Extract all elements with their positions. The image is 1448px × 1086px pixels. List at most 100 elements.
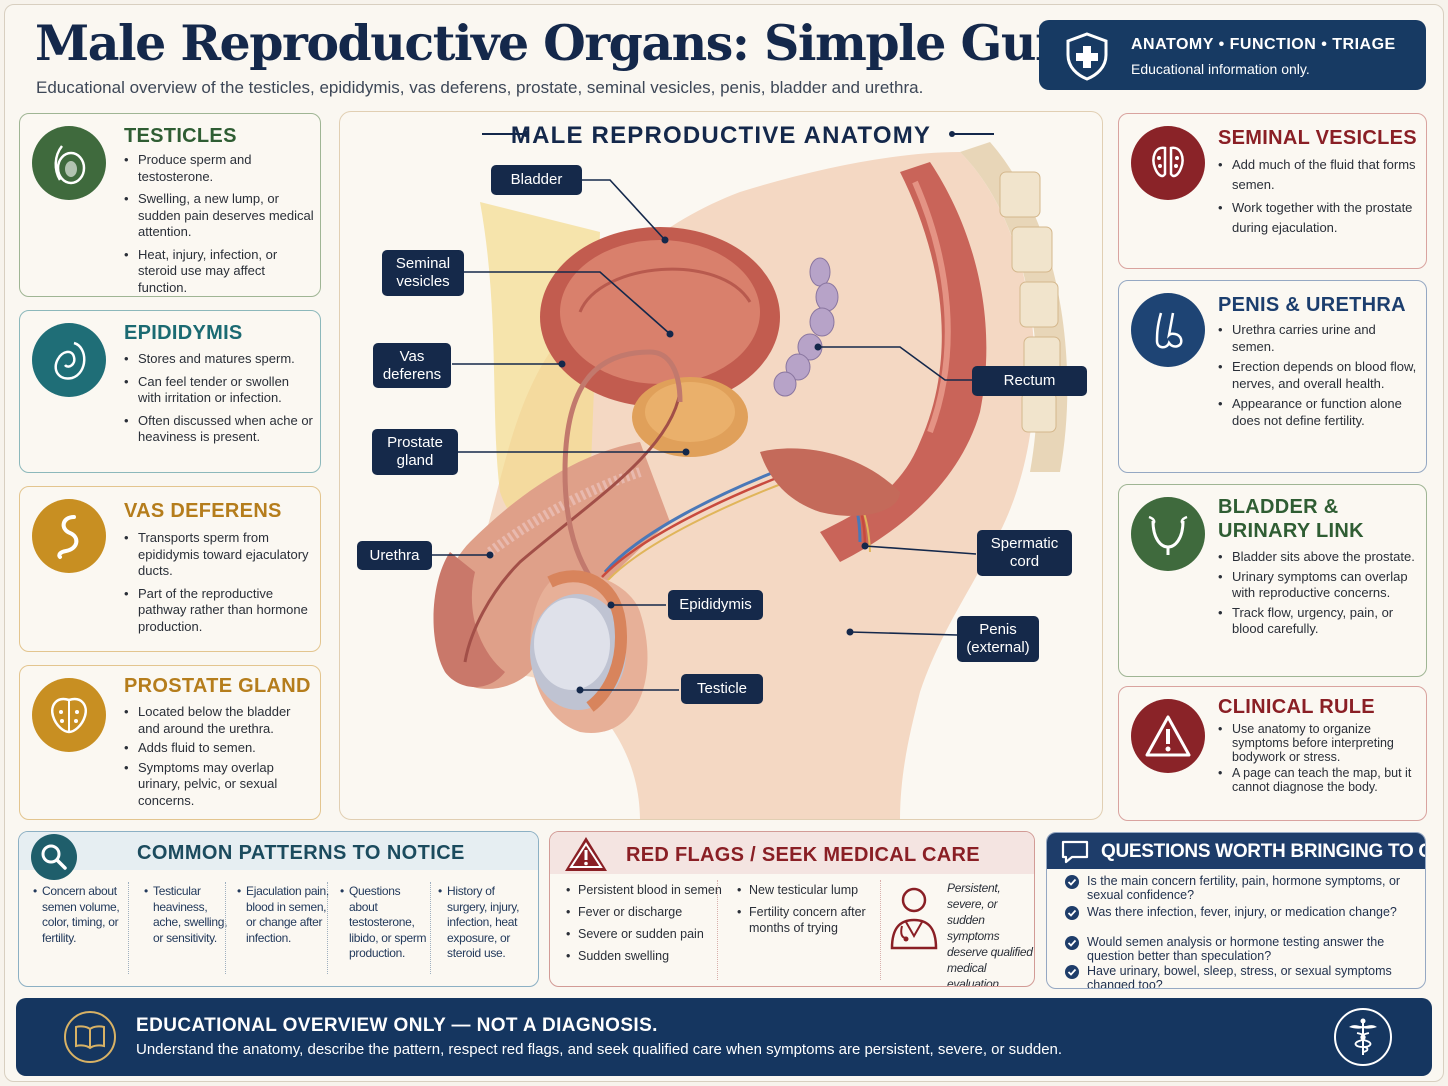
- check-icon: [1065, 936, 1079, 950]
- question-item: Is the main concern fertility, pain, hor…: [1065, 874, 1420, 902]
- page-title: Male Reproductive Organs: Simple Guide: [35, 14, 1116, 72]
- search-icon: [31, 834, 77, 880]
- card-bullet: Work together with the prostate during e…: [1218, 198, 1418, 238]
- testicle-icon: [32, 126, 106, 200]
- card-title: EPIDIDYMIS: [124, 322, 243, 344]
- red-flag-item: Persistent blood in semen: [566, 883, 726, 899]
- label-spermatic-cord: Spermatic cord: [977, 530, 1072, 576]
- anatomy-title: MALE REPRODUCTIVE ANATOMY: [510, 122, 932, 149]
- header-badge: ANATOMY • FUNCTION • TRIAGE Educational …: [1039, 20, 1426, 90]
- divider: [128, 882, 129, 974]
- card-bullet: Transports sperm from epididymis toward …: [124, 530, 314, 580]
- penis-icon: [1131, 293, 1205, 367]
- label-vas-deferens: Vas deferens: [373, 343, 451, 388]
- check-icon: [1065, 965, 1079, 979]
- label-penis-external: Penis (external): [957, 616, 1039, 662]
- question-text: Was there infection, fever, injury, or m…: [1087, 905, 1397, 919]
- label-prostate-gland: Prostate gland: [372, 429, 458, 475]
- card-clinical-rule: CLINICAL RULE Use anatomy to organize sy…: [1118, 686, 1427, 821]
- questions-panel: QUESTIONS WORTH BRINGING TO CARE Is the …: [1046, 832, 1426, 989]
- card-bullet: A page can teach the map, but it cannot …: [1218, 766, 1418, 794]
- red-flag-item: Sudden swelling: [566, 949, 726, 965]
- label-testicle: Testicle: [681, 674, 763, 704]
- panel-header: [550, 832, 1034, 874]
- card-bullet: Appearance or function alone does not de…: [1218, 396, 1418, 429]
- footer-banner: EDUCATIONAL OVERVIEW ONLY — NOT A DIAGNO…: [16, 998, 1432, 1076]
- card-bullet: Part of the reproductive pathway rather …: [124, 586, 314, 636]
- pattern-item: History of surgery, injury, infection, h…: [438, 884, 537, 962]
- card-title: PROSTATE GLAND: [124, 675, 311, 697]
- red-flag-item: New testicular lump: [737, 883, 867, 899]
- check-icon: [1065, 906, 1079, 920]
- card-title: VAS DEFERENS: [124, 500, 282, 522]
- pattern-item: Testicular heaviness, ache, swelling, or…: [144, 884, 228, 946]
- card-bullet: Symptoms may overlap urinary, pelvic, or…: [124, 760, 314, 810]
- card-title-line2: URINARY LINK: [1218, 520, 1364, 542]
- card-prostate-gland: PROSTATE GLAND Located below the bladder…: [19, 665, 321, 820]
- card-bullet: Heat, injury, infection, or steroid use …: [124, 247, 314, 297]
- card-bullet: Adds fluid to semen.: [124, 740, 314, 757]
- doctor-icon: [886, 882, 942, 957]
- divider: [717, 880, 718, 980]
- label-seminal-vesicles: Seminal vesicles: [382, 250, 464, 296]
- divider: [430, 882, 431, 974]
- vas-deferens-icon: [32, 499, 106, 573]
- footer-heading: EDUCATIONAL OVERVIEW ONLY — NOT A DIAGNO…: [136, 1015, 658, 1036]
- panel-header: [1047, 833, 1425, 869]
- card-bladder-urinary: BLADDER & URINARY LINK Bladder sits abov…: [1118, 484, 1427, 677]
- card-bullet: Located below the bladder and around the…: [124, 704, 314, 737]
- card-title: CLINICAL RULE: [1218, 696, 1375, 718]
- pattern-item: Ejaculation pain, blood in semen, or cha…: [237, 884, 330, 946]
- warning-icon: [562, 834, 610, 879]
- anatomy-panel: MALE REPRODUCTIVE ANATOMY: [339, 111, 1103, 820]
- red-flag-item: Fever or discharge: [566, 905, 726, 921]
- card-bullet: Erection depends on blood flow, nerves, …: [1218, 359, 1418, 392]
- pattern-item: Questions about testosterone, libido, or…: [340, 884, 429, 962]
- warning-icon: [1131, 699, 1205, 773]
- card-bullet: Can feel tender or swollen with irritati…: [124, 374, 314, 407]
- red-flag-item: Fertility concern after months of trying: [737, 905, 867, 936]
- card-title: SEMINAL VESICLES: [1218, 127, 1417, 149]
- card-testicles: TESTICLES Produce sperm and testosterone…: [19, 113, 321, 297]
- question-text: Is the main concern fertility, pain, hor…: [1087, 874, 1401, 902]
- label-urethra: Urethra: [357, 541, 432, 570]
- card-bullet: Use anatomy to organize symptoms before …: [1218, 722, 1418, 764]
- card-bullet: Often discussed when ache or heaviness i…: [124, 413, 314, 446]
- card-bullet: Produce sperm and testosterone.: [124, 152, 314, 185]
- card-bullet: Bladder sits above the prostate.: [1218, 549, 1423, 566]
- page-subtitle: Educational overview of the testicles, e…: [36, 78, 924, 97]
- card-title-line1: BLADDER &: [1218, 496, 1339, 518]
- caduceus-icon: [1334, 1008, 1392, 1066]
- panel-title: COMMON PATTERNS TO NOTICE: [137, 842, 465, 864]
- seminal-vesicles-icon: [1131, 126, 1205, 200]
- panel-header: [19, 832, 538, 870]
- common-patterns-panel: COMMON PATTERNS TO NOTICE Concern about …: [18, 831, 539, 987]
- card-bullet: Track flow, urgency, pain, or blood care…: [1218, 605, 1423, 638]
- label-rectum: Rectum: [972, 366, 1087, 396]
- divider: [880, 880, 881, 980]
- footer-text: Understand the anatomy, describe the pat…: [136, 1041, 1063, 1058]
- question-item: Would semen analysis or hormone testing …: [1065, 935, 1420, 963]
- question-text: Would semen analysis or hormone testing …: [1087, 935, 1385, 963]
- red-flag-item: Severe or sudden pain: [566, 927, 726, 943]
- card-vas-deferens: VAS DEFERENS Transports sperm from epidi…: [19, 486, 321, 652]
- check-icon: [1065, 875, 1079, 889]
- label-bladder: Bladder: [491, 165, 582, 195]
- panel-title: QUESTIONS WORTH BRINGING TO CARE: [1101, 841, 1425, 862]
- badge-line2: Educational information only.: [1131, 61, 1310, 77]
- red-flags-note: Persistent, severe, or sudden symptoms d…: [947, 881, 1033, 987]
- bladder-icon: [1131, 497, 1205, 571]
- book-icon: [64, 1011, 116, 1063]
- label-epididymis: Epididymis: [668, 590, 763, 620]
- card-seminal-vesicles: SEMINAL VESICLES Add much of the fluid t…: [1118, 113, 1427, 269]
- shield-icon: [1061, 30, 1113, 87]
- chat-icon: [1061, 840, 1089, 869]
- epididymis-icon: [32, 323, 106, 397]
- prostate-icon: [32, 678, 106, 752]
- card-bullet: Add much of the fluid that forms semen.: [1218, 155, 1418, 195]
- card-bullet: Swelling, a new lump, or sudden pain des…: [124, 191, 314, 241]
- divider: [327, 882, 328, 974]
- question-item: Was there infection, fever, injury, or m…: [1065, 905, 1420, 920]
- red-flags-panel: RED FLAGS / SEEK MEDICAL CARE Persistent…: [549, 831, 1035, 987]
- card-penis-urethra: PENIS & URETHRA Urethra carries urine an…: [1118, 280, 1427, 473]
